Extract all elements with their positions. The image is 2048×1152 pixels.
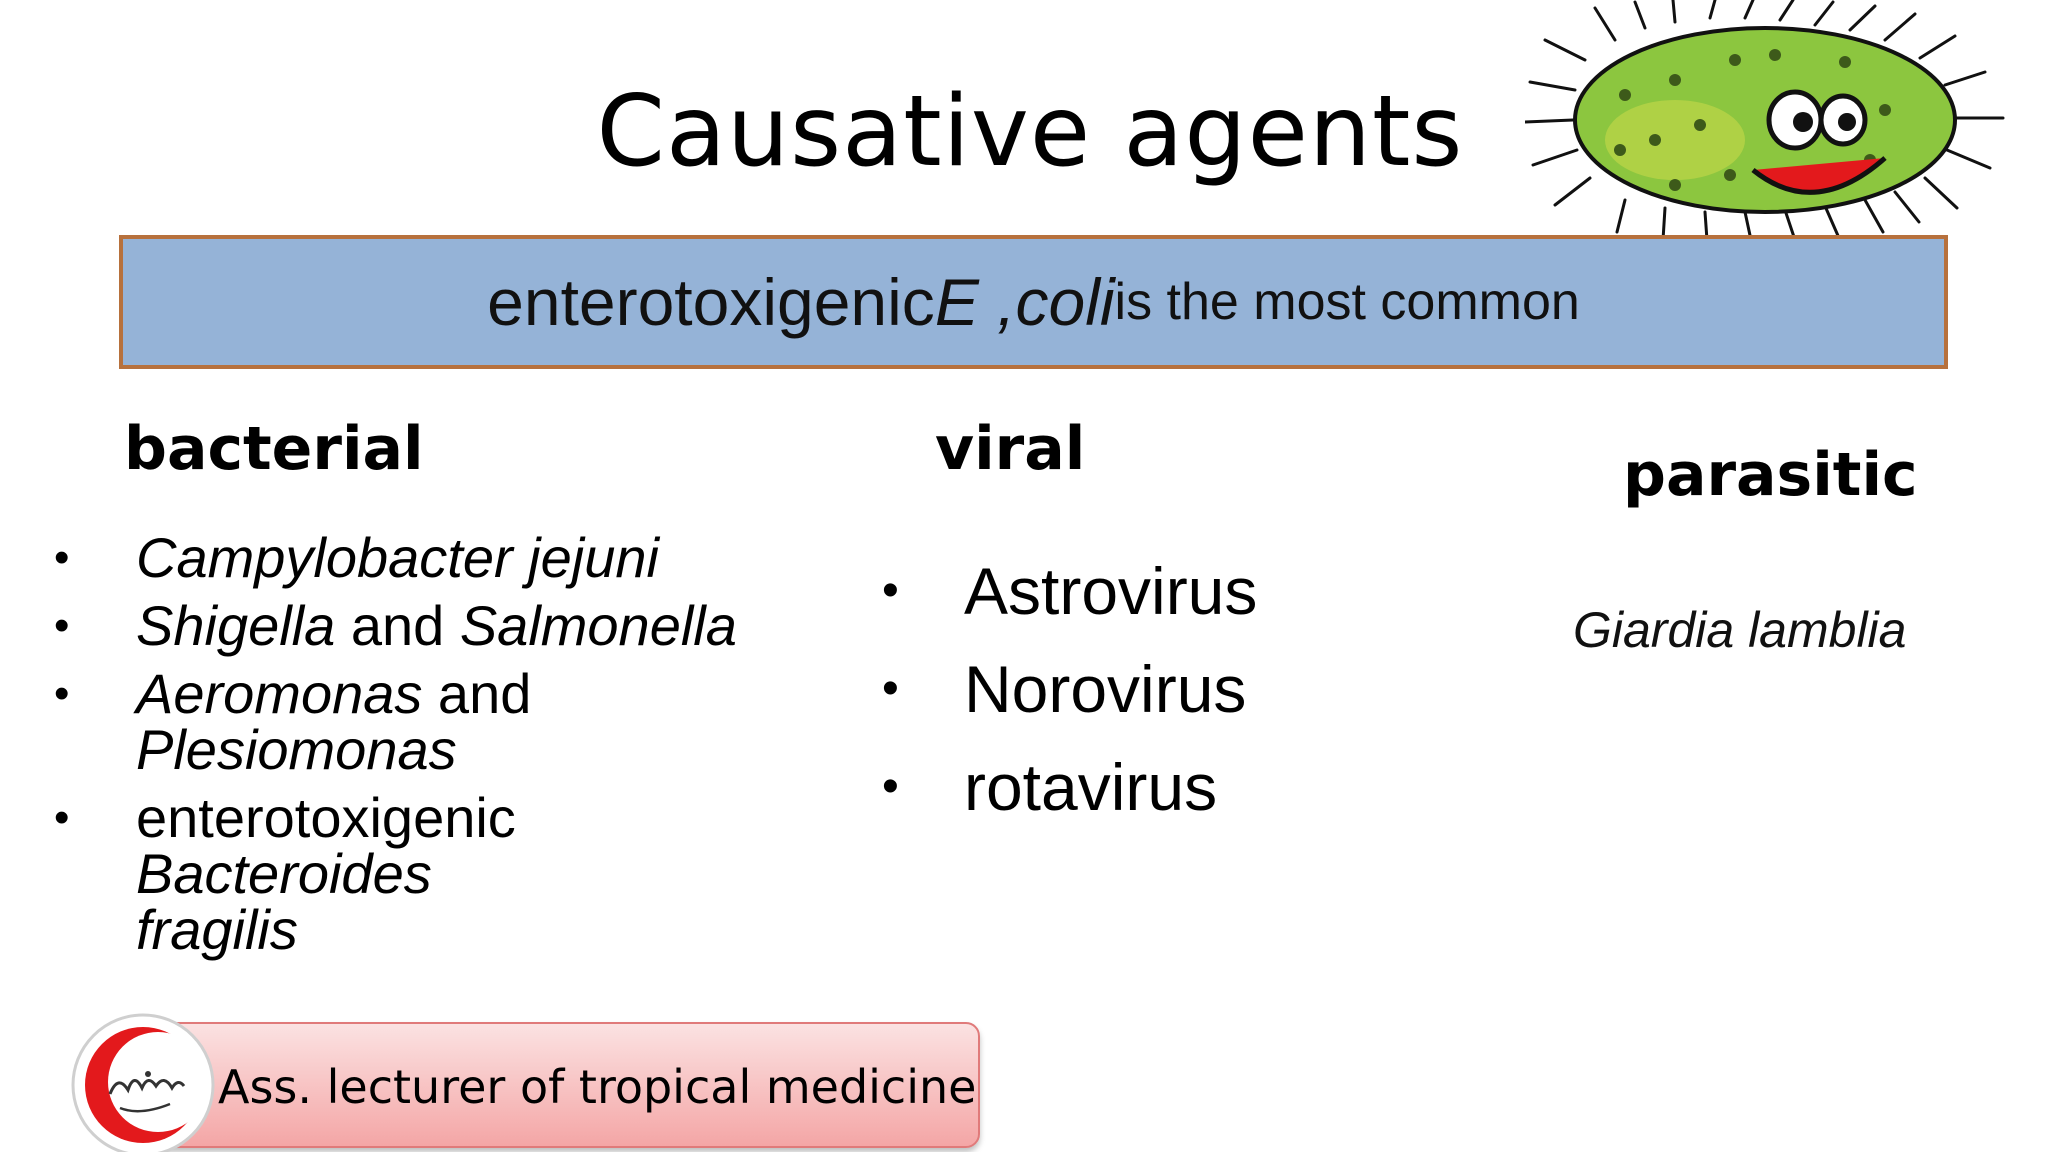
banner-prefix: enterotoxigenic [487, 265, 935, 339]
bullet-icon: • [882, 760, 899, 813]
list-item: • Norovirus [882, 640, 1482, 738]
crescent-signature-logo-icon [71, 1013, 215, 1152]
bullet-icon: • [882, 564, 899, 617]
bullet-icon: • [882, 662, 899, 715]
banner-suffix: is the most common [1114, 273, 1580, 331]
list-item: • Campylobacter jejuni [54, 526, 659, 589]
heading-bacterial: bacterial [124, 414, 424, 484]
bullet-icon: • [54, 601, 70, 650]
viral-list: • Astrovirus • Norovirus • rotavirus [882, 542, 1482, 836]
slide-title: Causative agents [596, 75, 1464, 189]
highlight-banner: enterotoxigenic E ,coli is the most comm… [119, 235, 1948, 369]
presenter-title: Ass. lecturer of tropical medicine [218, 1060, 977, 1114]
list-item: • enterotoxigenic Bacteroides fragilis [54, 786, 516, 961]
heading-parasitic: parasitic [1623, 440, 1918, 510]
list-item: • rotavirus [882, 738, 1482, 836]
bullet-icon: • [54, 533, 70, 582]
list-item: • Aeromonas and Plesiomonas [54, 662, 532, 781]
list-item: • Astrovirus [882, 542, 1482, 640]
bullet-icon: • [54, 793, 70, 842]
bullet-icon: • [54, 669, 70, 718]
parasitic-item: Giardia lamblia [1573, 602, 1907, 658]
bacterial-list: • Campylobacter jejuni • Shigella and Sa… [54, 530, 854, 970]
heading-viral: viral [935, 414, 1086, 484]
banner-organism: E ,coli [934, 265, 1115, 339]
bacterium-mascot-icon [1525, 0, 2005, 240]
list-item: • Shigella and Salmonella [54, 594, 737, 657]
